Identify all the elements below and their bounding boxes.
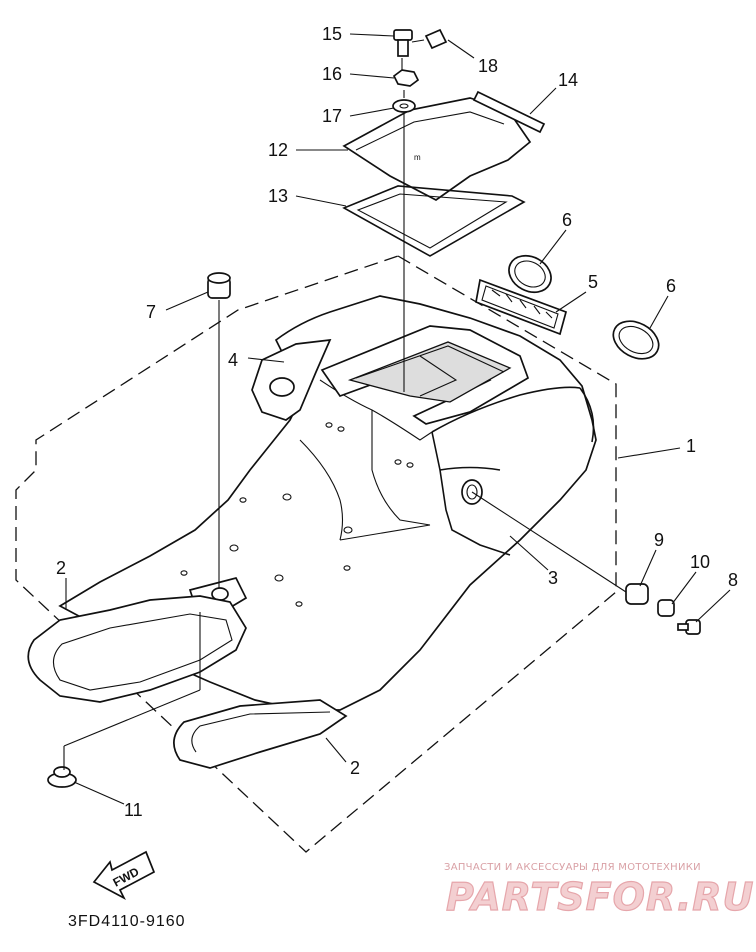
fwd-arrow: FWD (92, 850, 156, 901)
callout-2-rear: 2 (350, 758, 360, 778)
seat-trim-rear (173, 699, 348, 769)
callout-8: 8 (728, 570, 738, 590)
callout-10: 10 (690, 552, 710, 572)
callout-4: 4 (228, 350, 238, 370)
callout-6-lower: 6 (666, 276, 676, 296)
watermark-brand: PARTSFOR.RU (446, 875, 754, 919)
callout-18: 18 (478, 56, 498, 76)
gasket-frame (342, 185, 526, 257)
mounting-holes (180, 422, 414, 607)
nut-16 (392, 69, 420, 87)
diagram-code: 3FD4110-9160 (68, 913, 186, 930)
callout-17: 17 (322, 106, 342, 126)
trim-strip (472, 90, 546, 134)
leader-lines (65, 33, 731, 805)
callout-11: 11 (124, 800, 143, 820)
watermark: ЗАПЧАСТИ И АКСЕССУАРЫ ДЛЯ МОТОТЕХНИКИ PA… (444, 862, 754, 920)
callout-5: 5 (588, 272, 598, 292)
callout-9: 9 (654, 530, 664, 550)
washer-17 (392, 99, 416, 113)
collar-10 (657, 599, 675, 617)
nut-9 (625, 583, 649, 605)
front-bracket (251, 338, 332, 421)
svg-text:m: m (414, 153, 421, 162)
assembly-boundary (15, 255, 617, 853)
callout-13: 13 (268, 186, 288, 206)
callout-15: 15 (322, 24, 342, 44)
emblem-decal (475, 278, 568, 336)
callout-2-front: 2 (56, 558, 66, 578)
grommet-11 (47, 766, 77, 788)
clip-18 (424, 28, 448, 50)
bolt-15 (393, 29, 413, 57)
screw-8 (677, 619, 701, 635)
callout-7: 7 (146, 302, 156, 322)
ring-6-lower (612, 320, 660, 360)
callout-3: 3 (548, 568, 558, 588)
callout-1: 1 (686, 436, 696, 456)
callout-12: 12 (268, 140, 288, 160)
damper-7 (207, 272, 231, 299)
callout-14: 14 (558, 70, 578, 90)
center-lines (63, 39, 627, 770)
watermark-caption: ЗАПЧАСТИ И АКСЕССУАРЫ ДЛЯ МОТОТЕХНИКИ (444, 862, 701, 873)
callout-6-upper: 6 (562, 210, 572, 230)
callout-labels: 15 18 16 14 17 12 13 6 5 6 7 4 1 2 3 9 1… (56, 24, 738, 820)
seat-trim-front (27, 595, 247, 703)
callout-16: 16 (322, 64, 342, 84)
ring-6-upper (508, 254, 552, 294)
